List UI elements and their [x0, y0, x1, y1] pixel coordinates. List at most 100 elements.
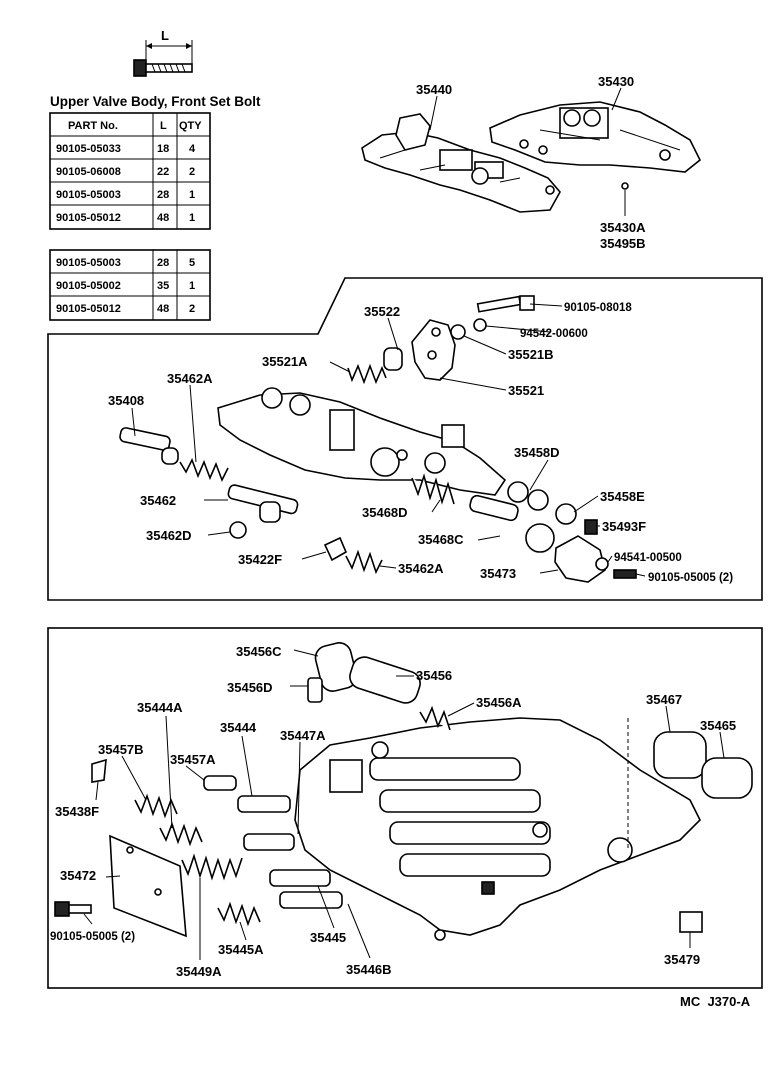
label-35493f: 35493F: [602, 519, 646, 534]
label-35440: 35440: [416, 82, 452, 97]
retainer-35422f: [323, 536, 348, 562]
label-35447a: 35447A: [280, 728, 326, 743]
label-35456a: 35456A: [476, 695, 522, 710]
label-35468d: 35468D: [362, 505, 408, 520]
bolt-table-1: PART No. L QTY 90105-05033 18 4 90105-06…: [49, 112, 211, 230]
table2-row1-length: 28: [157, 257, 169, 269]
label-35479: 35479: [664, 952, 700, 967]
diagram-code: MC J370-A: [680, 994, 751, 1009]
spring-35462a-top: [179, 458, 229, 482]
valve-body-bottom: [294, 717, 701, 941]
table1-header-qty: QTY: [179, 120, 202, 132]
spring-35445a: [217, 901, 261, 927]
plug-icon: [621, 182, 629, 190]
plate-35522: [411, 319, 456, 381]
bolt-length-label: L: [161, 28, 169, 43]
table1-header-length: L: [160, 120, 167, 132]
label-35456c: 35456C: [236, 644, 282, 659]
label-35458e: 35458E: [600, 489, 645, 504]
plate-hole-icon: [126, 846, 134, 854]
table1-row3-length: 28: [157, 189, 169, 201]
label-35468c: 35468C: [418, 532, 464, 547]
valve-body-35440: [361, 113, 561, 213]
label-35495b: 35495B: [600, 236, 646, 251]
label-35430a: 35430A: [600, 220, 646, 235]
plug-35465: [701, 757, 753, 799]
washer-35521b: [450, 324, 466, 340]
label-35444: 35444: [220, 720, 257, 735]
bottom-section-frame: [47, 627, 763, 989]
valve-35457a: [203, 775, 237, 791]
middle-leaders: [131, 303, 646, 577]
label-35521: 35521: [508, 383, 544, 398]
plug-35458d-b: [527, 489, 549, 511]
label-35445: 35445: [310, 930, 346, 945]
table1-header-partno: PART No.: [68, 120, 118, 132]
table1-row1-length: 18: [157, 143, 169, 155]
bolt-head-90105-05005: [54, 901, 70, 917]
table2-row3-part: 90105-05012: [56, 303, 121, 315]
table1-row2-length: 22: [157, 166, 169, 178]
label-35457a: 35457A: [170, 752, 216, 767]
label-35444a: 35444A: [137, 700, 183, 715]
valve-body-middle: [217, 387, 507, 496]
part-35493f: [584, 519, 598, 535]
valve-35468c: [469, 494, 555, 553]
table2-row3-qty: 2: [189, 303, 195, 315]
spring-35521a: [347, 347, 403, 385]
label-35462a-top: 35462A: [167, 371, 213, 386]
table1-row2-qty: 2: [189, 166, 195, 178]
label-35473: 35473: [480, 566, 516, 581]
table2-row2-part: 90105-05002: [56, 280, 121, 292]
sleeve-35467: [653, 731, 707, 779]
table2-row2-length: 35: [157, 280, 169, 292]
plug-35458d-a: [507, 481, 529, 503]
spring-35462a-bottom: [345, 549, 383, 575]
label-35472: 35472: [60, 868, 96, 883]
plate-35473: [554, 535, 606, 583]
label-94541-00500: 94541-00500: [614, 552, 682, 564]
table-title: Upper Valve Body, Front Set Bolt: [50, 94, 261, 109]
spring-35468d: [411, 473, 455, 505]
valve-35456: [314, 642, 421, 704]
label-35522: 35522: [364, 304, 400, 319]
label-90105-05005-bottom: 90105-05005 (2): [50, 931, 135, 943]
label-90105-08018: 90105-08018: [564, 302, 632, 314]
label-35462: 35462: [140, 493, 176, 508]
table1-row2-part: 90105-06008: [56, 166, 121, 178]
label-35521a: 35521A: [262, 354, 308, 369]
label-35457b: 35457B: [98, 742, 144, 757]
spring-35449a: [181, 853, 243, 881]
label-35467: 35467: [646, 692, 682, 707]
label-35465: 35465: [700, 718, 736, 733]
part-35479: [679, 911, 703, 933]
table1-row4-length: 48: [157, 212, 169, 224]
label-35430: 35430: [598, 74, 634, 89]
bottom-leaders: [83, 649, 725, 960]
washer-94541-00500: [595, 557, 609, 571]
valve-35444: [237, 795, 291, 813]
label-35456d: 35456D: [227, 680, 273, 695]
valve-35446b: [279, 891, 343, 909]
label-90105-05005-top: 90105-05005 (2): [648, 572, 733, 584]
table2-row1-qty: 5: [189, 257, 195, 269]
table2-row1-part: 90105-05003: [56, 257, 121, 269]
bolt-table-2: 90105-05003 28 5 90105-05002 35 1 90105-…: [49, 249, 211, 321]
table1-row1-part: 90105-05033: [56, 143, 121, 155]
label-35445a: 35445A: [218, 942, 264, 957]
part-35438f: [91, 758, 107, 783]
plug-35458e: [555, 503, 577, 525]
washer-94542-00600: [473, 318, 487, 332]
label-35408: 35408: [108, 393, 144, 408]
table1-row4-part: 90105-05012: [56, 212, 121, 224]
label-35449a: 35449A: [176, 964, 222, 979]
table2-row2-qty: 1: [189, 280, 195, 292]
bolt-shank-90105-05005: [68, 904, 92, 914]
spring-35457b: [134, 793, 178, 819]
label-35422f: 35422F: [238, 552, 282, 567]
spring-35456a: [419, 705, 451, 731]
plate-35472: [109, 834, 187, 938]
label-94542-00600: 94542-00600: [520, 328, 588, 340]
leader-35430: [611, 87, 622, 111]
